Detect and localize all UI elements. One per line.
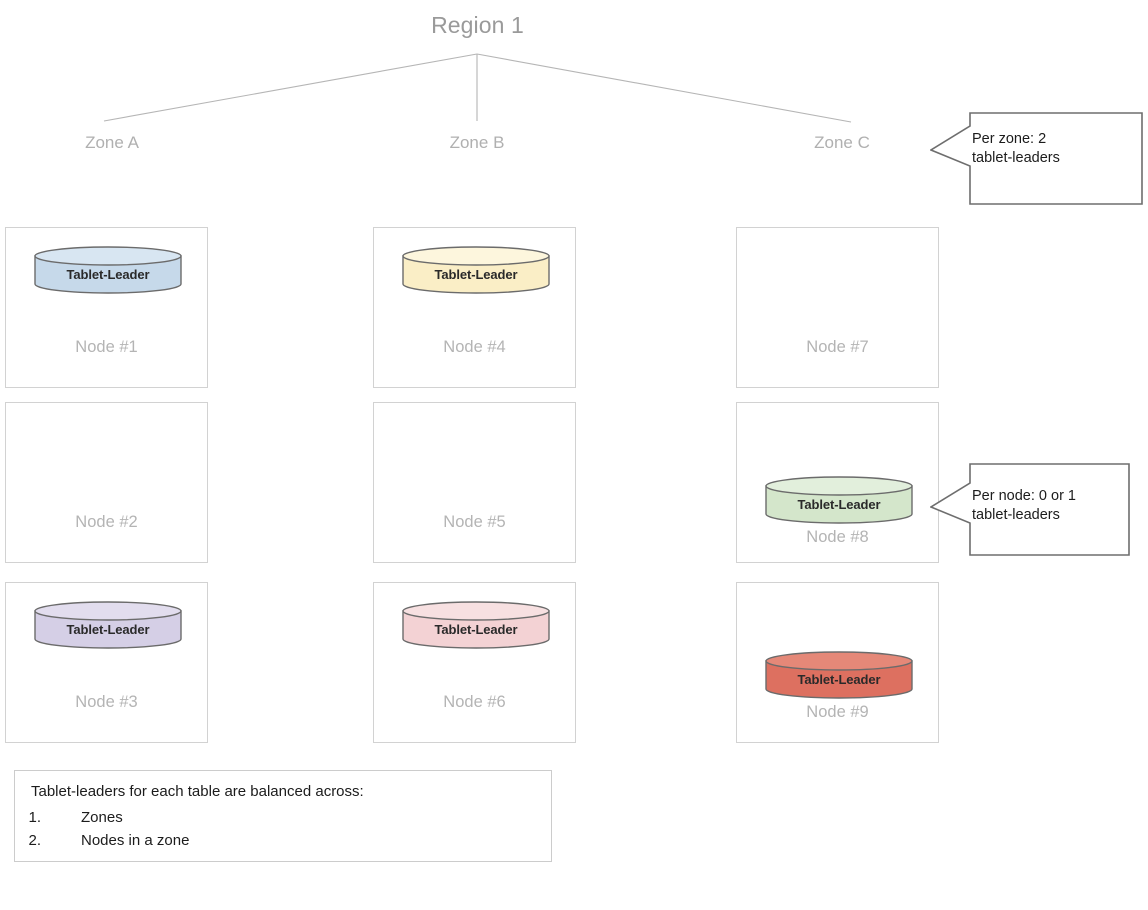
tablet-leader-label: Tablet-Leader	[66, 621, 150, 637]
node-label-9: Node #9	[806, 703, 869, 721]
tree-edge-zone-c	[476, 53, 852, 123]
legend-item-2-number: 2.	[28, 832, 41, 849]
node-label-5: Node #5	[443, 513, 506, 531]
tablet-leader-label: Tablet-Leader	[797, 671, 881, 687]
tablet-leader-label: Tablet-Leader	[66, 266, 150, 282]
cylinder-top-ellipse	[34, 601, 182, 621]
tablet-leader-cylinder-icon[interactable]: Tablet-Leader	[34, 601, 182, 649]
tablet-leader-cylinder-icon[interactable]: Tablet-Leader	[402, 601, 550, 649]
node-box-2[interactable]: Node #2	[5, 402, 208, 563]
node-label-7: Node #7	[806, 338, 869, 356]
callout-per-zone[interactable]: Per zone: 2 tablet-leaders	[930, 112, 1143, 205]
tablet-leader-cylinder-icon[interactable]: Tablet-Leader	[402, 246, 550, 294]
zone-label-b: Zone B	[449, 133, 505, 152]
cylinder-top-ellipse	[34, 246, 182, 266]
tablet-leader-cylinder-icon[interactable]: Tablet-Leader	[765, 476, 913, 524]
zone-label-c: Zone C	[814, 133, 870, 152]
node-box-7[interactable]: Node #7	[736, 227, 939, 388]
zone-label-a: Zone A	[85, 133, 139, 152]
cylinder-body	[765, 660, 913, 699]
cylinder-top-ellipse	[765, 651, 913, 671]
callout-per-node-text: Per node: 0 or 1 tablet-leaders	[972, 488, 1076, 523]
node-label-3: Node #3	[75, 693, 138, 711]
legend-item-1-number: 1.	[28, 809, 41, 826]
tablet-leader-cylinder-icon[interactable]: Tablet-Leader	[34, 246, 182, 294]
legend-item-1-text: Zones	[81, 809, 123, 826]
cylinder-top-ellipse	[402, 246, 550, 266]
node-label-6: Node #6	[443, 693, 506, 711]
cylinder-body	[34, 255, 182, 294]
node-label-1: Node #1	[75, 338, 138, 356]
node-label-8: Node #8	[806, 528, 869, 546]
tablet-leader-label: Tablet-Leader	[434, 266, 518, 282]
callout-per-zone-text: Per zone: 2 tablet-leaders	[972, 131, 1060, 166]
node-box-5[interactable]: Node #5	[373, 402, 576, 563]
legend-item-2-text: Nodes in a zone	[81, 832, 190, 849]
cylinder-top-ellipse	[765, 476, 913, 496]
tree-edge-zone-a	[103, 53, 478, 122]
tablet-leader-label: Tablet-Leader	[797, 496, 881, 512]
region-title: Region 1	[431, 12, 524, 38]
node-label-4: Node #4	[443, 338, 506, 356]
cylinder-top-ellipse	[402, 601, 550, 621]
cylinder-body	[765, 485, 913, 524]
cylinder-body	[34, 610, 182, 649]
cylinder-body	[402, 255, 550, 294]
legend-box: Tablet-leaders for each table are balanc…	[14, 770, 552, 862]
legend-title: Tablet-leaders for each table are balanc…	[31, 783, 364, 800]
cylinder-body	[402, 610, 550, 649]
callout-outline	[930, 463, 1130, 556]
node-label-2: Node #2	[75, 513, 138, 531]
tablet-leader-label: Tablet-Leader	[434, 621, 518, 637]
tablet-leader-cylinder-icon[interactable]: Tablet-Leader	[765, 651, 913, 699]
callout-outline	[930, 112, 1143, 205]
callout-per-node[interactable]: Per node: 0 or 1 tablet-leaders	[930, 463, 1130, 556]
